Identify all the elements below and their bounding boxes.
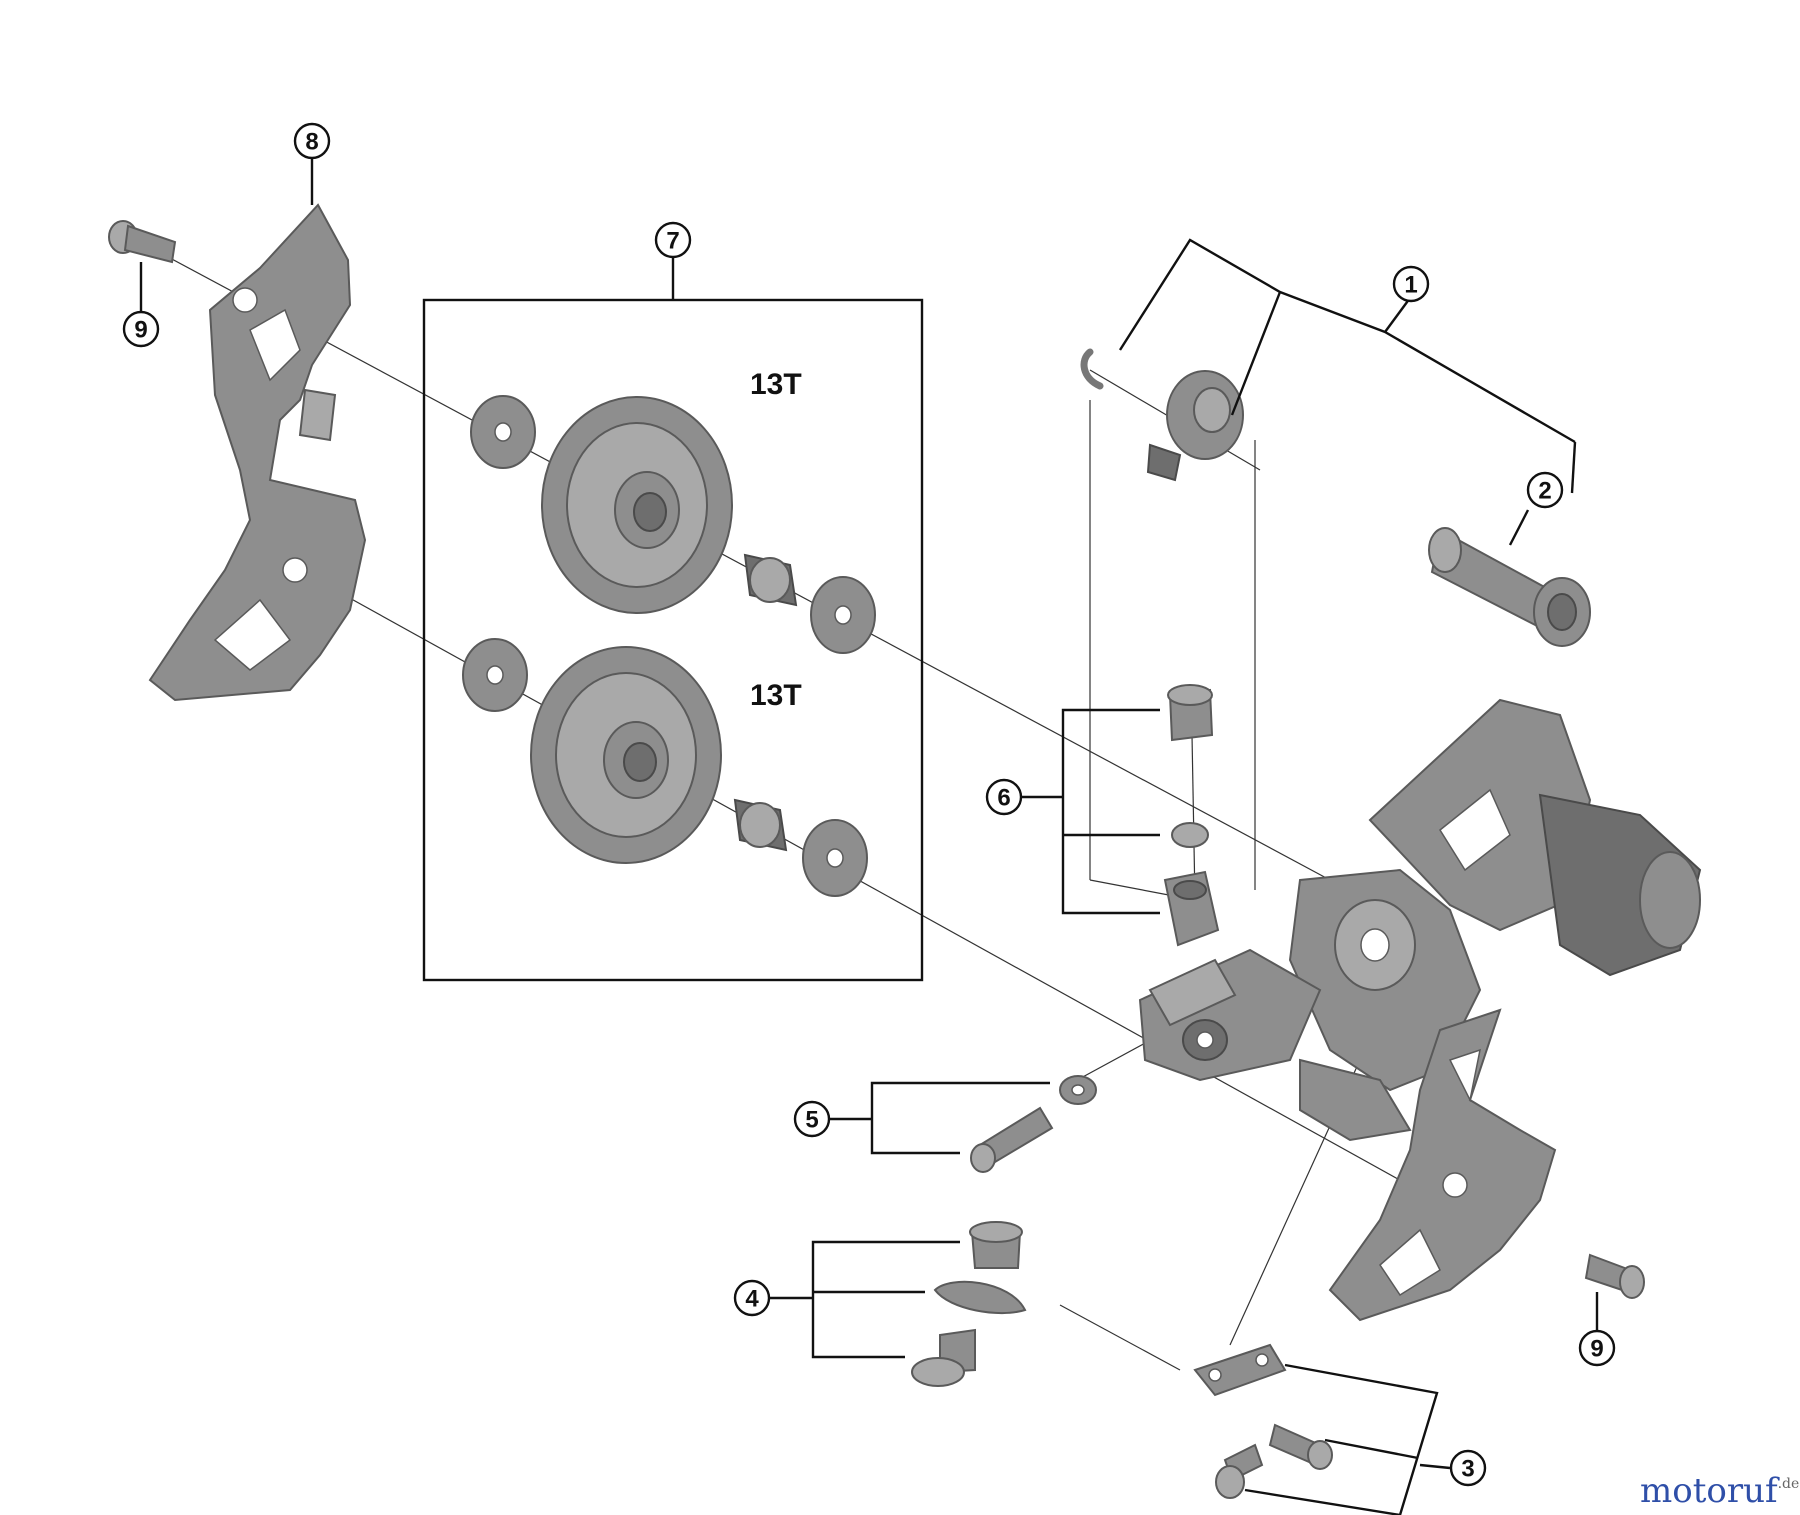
callout-6-number: 6 [997, 785, 1010, 812]
callout-2-number: 2 [1538, 478, 1551, 505]
callout-7-number: 7 [666, 228, 679, 255]
cage-bolt-right [1584, 1253, 1645, 1299]
watermark-suffix: .de [1778, 1476, 1800, 1492]
callout-8-number: 8 [305, 129, 318, 156]
cable-adjuster-parts [1163, 684, 1220, 947]
cage-bolt-left [108, 220, 177, 264]
b-tension-parts [911, 1221, 1027, 1387]
callout-6: 6 [985, 778, 1023, 816]
callout-3: 3 [1449, 1449, 1487, 1487]
callout-5: 5 [793, 1100, 831, 1138]
callout-9-right: 9 [1578, 1329, 1616, 1367]
inner-cage-plate [148, 203, 367, 702]
callout-4: 4 [733, 1279, 771, 1317]
callout-4-number: 4 [745, 1286, 759, 1313]
upper-pulley-group [470, 395, 876, 654]
callout-5-number: 5 [805, 1107, 818, 1134]
callout-1: 1 [1392, 265, 1430, 303]
watermark-text: motoruf.de [1640, 1471, 1799, 1511]
callout-9-left: 9 [122, 310, 160, 348]
callout-1-number: 1 [1404, 272, 1417, 299]
derailleur-body [1138, 698, 1702, 1142]
callout-leaders [139, 158, 1599, 1515]
callout-7: 7 [654, 221, 692, 259]
callout-3-number: 3 [1461, 1456, 1474, 1483]
cable-plate-parts [1193, 1343, 1333, 1499]
upper-pulley-teeth-label: 13T [750, 368, 802, 401]
callout-8: 8 [293, 122, 331, 160]
callout-2: 2 [1526, 471, 1564, 509]
pivot-axle [1428, 527, 1591, 647]
callout-9-left-number: 9 [134, 317, 147, 344]
watermark-main: motoruf [1640, 1471, 1780, 1511]
lower-pulley-group [462, 638, 868, 897]
lower-pulley-teeth-label: 13T [750, 679, 802, 712]
callout-9-right-number: 9 [1590, 1336, 1603, 1363]
assembly-axis-lines [154, 249, 1491, 1371]
stopper-clip-and-cap [1080, 348, 1244, 482]
watermark-logo: motoruf.de [1640, 1471, 1799, 1511]
tension-bolt-parts [970, 1075, 1097, 1173]
outer-cage-plate [1328, 1008, 1557, 1322]
